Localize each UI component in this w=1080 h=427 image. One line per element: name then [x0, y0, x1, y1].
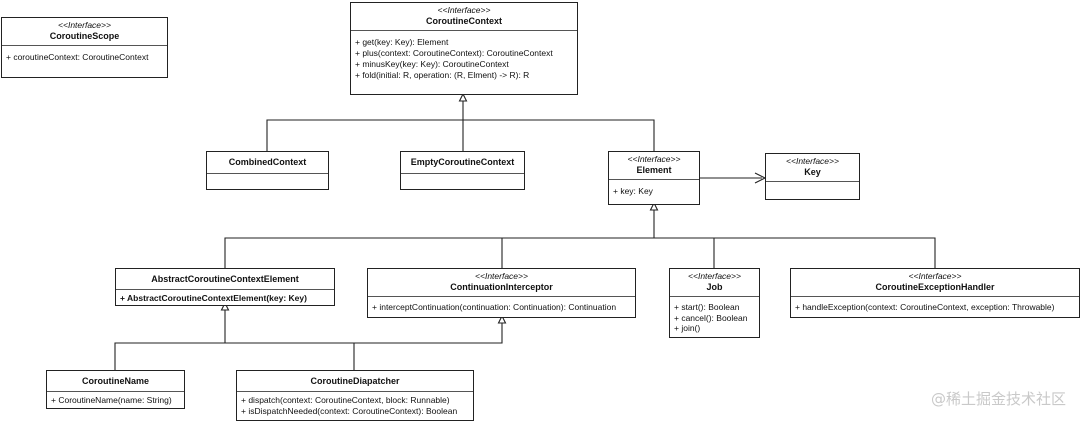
member: + fold(initial: R, operation: (R, Elment… [355, 70, 530, 80]
class-header: <<Interface>> Job [670, 269, 759, 297]
class-coroutine-name: CoroutineName + CoroutineName(name: Stri… [46, 370, 185, 409]
class-name: CombinedContext [228, 157, 307, 167]
edge-handler-to-element [714, 237, 936, 268]
class-members: + key: Key [609, 180, 699, 199]
class-coroutine-exception-handler: <<Interface>> CoroutineExceptionHandler … [790, 268, 1080, 318]
class-combined-context: CombinedContext [206, 151, 329, 190]
class-header: <<Interface>> Element [609, 152, 699, 180]
class-coroutine-context: <<Interface>> CoroutineContext + get(key… [350, 2, 578, 95]
class-job: <<Interface>> Job + start(): Boolean + c… [669, 268, 760, 338]
class-name: EmptyCoroutineContext [410, 157, 515, 167]
class-name: AbstractCoroutineContextElement [151, 274, 299, 284]
class-name: Job [706, 282, 723, 292]
stereotype-label: <<Interface>> [908, 271, 962, 281]
stereotype-label: <<Interface>> [475, 271, 528, 281]
arrowhead-context [458, 92, 468, 102]
stereotype-label: <<Interface>> [58, 20, 111, 30]
class-header: AbstractCoroutineContextElement [116, 269, 334, 290]
class-header: CombinedContext [207, 152, 328, 174]
stereotype-label: <<Interface>> [437, 5, 491, 15]
class-continuation-interceptor: <<Interface>> ContinuationInterceptor + … [367, 268, 636, 318]
class-members: + AbstractCoroutineContextElement(key: K… [116, 290, 334, 306]
member: + CoroutineName(name: String) [51, 395, 172, 405]
member: + plus(context: CoroutineContext): Corou… [355, 48, 553, 58]
member: + coroutineContext: CoroutineContext [6, 52, 149, 62]
edge-abstract-to-element [224, 237, 654, 268]
class-name: Element [636, 165, 672, 175]
stereotype-label: <<Interface>> [627, 154, 681, 164]
class-header: <<Interface>> CoroutineExceptionHandler [791, 269, 1079, 297]
class-members: + coroutineContext: CoroutineContext [2, 46, 167, 65]
member: + interceptContinuation(continuation: Co… [372, 302, 617, 312]
member: + AbstractCoroutineContextElement(key: K… [120, 293, 307, 303]
class-header: EmptyCoroutineContext [401, 152, 524, 174]
edge-combined-to-context [266, 119, 463, 151]
class-header: <<Interface>> Key [766, 154, 859, 182]
class-name: CoroutineName [81, 376, 149, 386]
class-name: CoroutineContext [426, 16, 502, 26]
class-key: <<Interface>> Key [765, 153, 860, 200]
class-members: + interceptContinuation(continuation: Co… [368, 297, 635, 315]
edge-dispatcher-to-abstract [225, 342, 355, 370]
edge-name-to-abstract [114, 342, 225, 370]
member: + start(): Boolean [674, 302, 740, 312]
class-header: <<Interface>> ContinuationInterceptor [368, 269, 635, 297]
class-header: <<Interface>> CoroutineContext [351, 3, 577, 31]
class-name: Key [804, 167, 821, 177]
class-name: CoroutineDiapatcher [310, 376, 400, 386]
class-name: ContinuationInterceptor [450, 282, 553, 292]
class-members: + get(key: Key): Element + plus(context:… [351, 31, 577, 83]
member: + get(key: Key): Element [355, 37, 449, 47]
class-members: + handleException(context: CoroutineCont… [791, 297, 1079, 315]
arrowhead-interceptor [497, 314, 507, 324]
arrowhead-element [649, 201, 659, 211]
edge-element-to-context [463, 119, 655, 151]
watermark: @稀土掘金技术社区 [930, 390, 1066, 408]
class-members: + CoroutineName(name: String) [47, 392, 184, 408]
stereotype-label: <<Interface>> [786, 156, 839, 166]
class-abstract-coroutine-context-element: AbstractCoroutineContextElement + Abstra… [115, 268, 335, 306]
member: + handleException(context: CoroutineCont… [795, 302, 1055, 312]
class-element: <<Interface>> Element + key: Key [608, 151, 700, 205]
class-header: <<Interface>> CoroutineScope [2, 18, 167, 46]
class-members: + dispatch(context: CoroutineContext, bl… [237, 392, 473, 419]
class-members: + start(): Boolean + cancel(): Boolean +… [670, 297, 759, 336]
member: + dispatch(context: CoroutineContext, bl… [241, 395, 450, 405]
class-name: CoroutineExceptionHandler [875, 282, 995, 292]
member: + isDispatchNeeded(context: CoroutineCon… [241, 406, 458, 416]
arrowhead-abstract [220, 301, 230, 311]
edge-dispatcher-to-interceptor [354, 323, 503, 344]
stereotype-label: <<Interface>> [688, 271, 741, 281]
class-empty-coroutine-context: EmptyCoroutineContext [400, 151, 525, 190]
member: + key: Key [613, 186, 653, 196]
member: + join() [674, 323, 701, 333]
class-name: CoroutineScope [49, 31, 120, 41]
edge-job-to-element [654, 237, 715, 268]
member: + cancel(): Boolean [674, 312, 748, 323]
class-header: CoroutineName [47, 371, 184, 392]
class-coroutine-dispatcher: CoroutineDiapatcher + dispatch(context: … [236, 370, 474, 421]
class-header: CoroutineDiapatcher [237, 371, 473, 392]
member: + minusKey(key: Key): CoroutineContext [355, 59, 509, 69]
class-coroutine-scope: <<Interface>> CoroutineScope + coroutine… [1, 17, 168, 78]
